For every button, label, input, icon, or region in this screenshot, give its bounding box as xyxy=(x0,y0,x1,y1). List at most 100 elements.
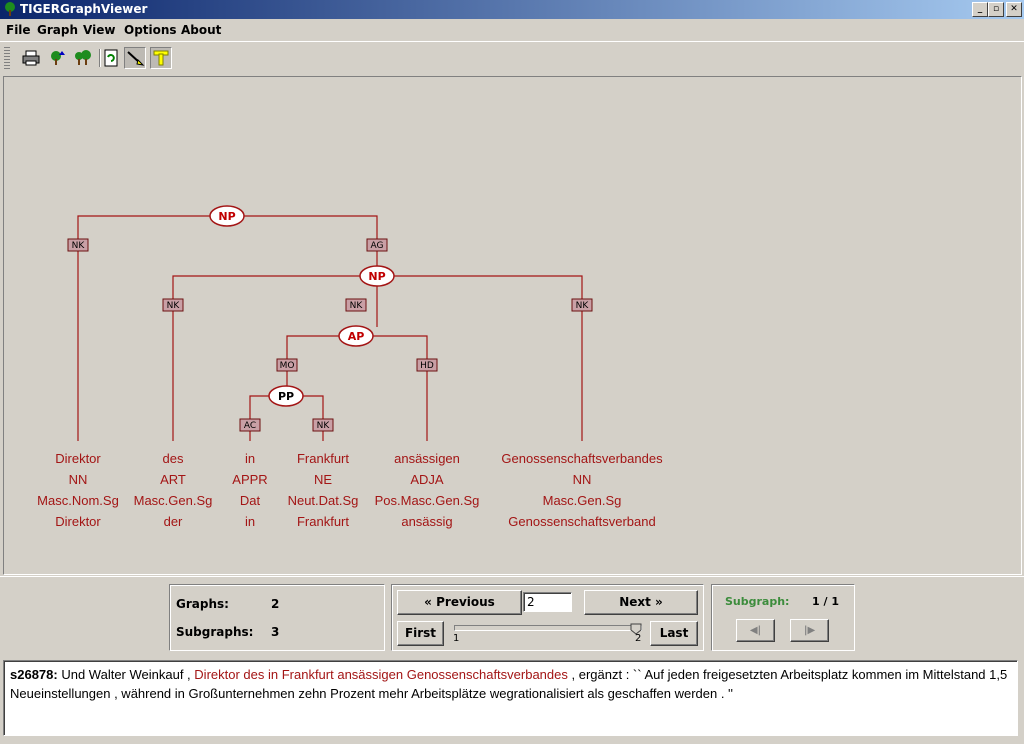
sentence-id: s26878: xyxy=(10,667,58,682)
terminal-in: in APPR Dat in xyxy=(232,451,267,529)
subgraph-prev-button[interactable]: ◀| xyxy=(736,619,775,642)
navigation-panel: « Previous 2 Next » First 1 2 Last xyxy=(391,584,704,651)
svg-text:NP: NP xyxy=(218,210,235,223)
slider-track xyxy=(454,625,642,631)
svg-text:NN: NN xyxy=(573,472,592,487)
maximize-button[interactable]: ▫ xyxy=(988,2,1004,17)
terminal-ansaessigen: ansässigen ADJA Pos.Masc.Gen.Sg ansässig xyxy=(375,451,480,529)
svg-text:Dat: Dat xyxy=(240,493,261,508)
menu-graph[interactable]: Graph xyxy=(37,23,78,37)
subgraph-next-button[interactable]: |▶ xyxy=(790,619,829,642)
svg-text:NP: NP xyxy=(368,270,385,283)
sentence-before: Und Walter Weinkauf , xyxy=(61,667,191,682)
svg-text:in: in xyxy=(245,451,255,466)
title-bar: TIGERGraphViewer _ ▫ ✕ xyxy=(0,0,1024,19)
menu-options[interactable]: Options xyxy=(124,23,177,37)
edge-label-nk: NK xyxy=(571,298,593,312)
toolbar-separator xyxy=(99,49,101,67)
svg-text:NN: NN xyxy=(69,472,88,487)
subgraphs-label: Subgraphs: xyxy=(176,625,254,639)
svg-text:MO: MO xyxy=(280,361,295,371)
subgraph-count: 1 / 1 xyxy=(812,595,839,608)
text-t-icon[interactable] xyxy=(150,47,172,69)
terminal-genossenschaftsverbandes: Genossenschaftsverbandes NN Masc.Gen.Sg … xyxy=(501,451,663,529)
edge-label-nk: NK xyxy=(67,238,89,252)
edge-label-nk: NK xyxy=(162,298,184,312)
slider-min-label: 1 xyxy=(453,633,460,644)
toolbar-grip[interactable] xyxy=(4,47,10,69)
print-icon[interactable] xyxy=(20,47,42,69)
slider-max-label: 2 xyxy=(635,633,642,644)
slider-thumb[interactable] xyxy=(630,623,642,635)
menu-about[interactable]: About xyxy=(181,23,222,37)
close-button[interactable]: ✕ xyxy=(1006,2,1022,17)
svg-text:AG: AG xyxy=(371,241,384,251)
edge-label-nk: NK xyxy=(345,298,367,312)
svg-text:der: der xyxy=(164,514,183,529)
graph-number-input[interactable]: 2 xyxy=(523,592,572,612)
edge-label-hd: HD xyxy=(416,358,438,372)
svg-text:ansässigen: ansässigen xyxy=(394,451,460,466)
edge-labels: NK AG NK NK NK MO HD AC NK xyxy=(67,238,593,432)
svg-text:ansässig: ansässig xyxy=(401,514,452,529)
tree-app-icon xyxy=(5,2,15,16)
skip-back-icon: ◀| xyxy=(749,625,762,636)
syntax-tree: NK AG NK NK NK MO HD AC NK NP NP AP PP D… xyxy=(37,205,663,529)
svg-text:NK: NK xyxy=(317,421,331,431)
svg-text:Frankfurt: Frankfurt xyxy=(297,451,349,466)
graph-canvas[interactable]: NK AG NK NK NK MO HD AC NK NP NP AP PP D… xyxy=(3,76,1022,575)
terminal-des: des ART Masc.Gen.Sg der xyxy=(134,451,213,529)
svg-text:Pos.Masc.Gen.Sg: Pos.Masc.Gen.Sg xyxy=(375,493,480,508)
sentence-after: , ergänzt : `` Auf jeden freigesetzten A… xyxy=(10,667,1008,701)
menu-view[interactable]: View xyxy=(83,23,116,37)
refresh-icon[interactable] xyxy=(100,47,122,69)
forest-icon[interactable] xyxy=(72,47,94,69)
svg-text:Direktor: Direktor xyxy=(55,514,101,529)
svg-text:Masc.Gen.Sg: Masc.Gen.Sg xyxy=(543,493,622,508)
terminal-frankfurt: Frankfurt NE Neut.Dat.Sg Frankfurt xyxy=(288,451,359,529)
tree-up-icon[interactable] xyxy=(46,47,68,69)
chevron-right-icon: » xyxy=(655,595,663,609)
subgraph-label: Subgraph: xyxy=(725,595,790,608)
first-button[interactable]: First xyxy=(397,621,444,646)
svg-text:NK: NK xyxy=(72,241,86,251)
nonterminal-nodes: NP NP AP PP xyxy=(209,205,395,407)
toolbar xyxy=(0,43,1024,73)
svg-text:NK: NK xyxy=(167,301,181,311)
svg-text:in: in xyxy=(245,514,255,529)
node-ap: AP xyxy=(338,325,374,347)
node-np-inner: NP xyxy=(359,265,395,287)
svg-text:AP: AP xyxy=(348,330,365,343)
previous-button[interactable]: « Previous xyxy=(397,590,522,615)
svg-text:NE: NE xyxy=(314,472,332,487)
svg-text:HD: HD xyxy=(420,361,434,371)
skip-forward-icon: |▶ xyxy=(803,625,816,636)
sentence-panel: s26878: Und Walter Weinkauf , Direktor d… xyxy=(3,660,1018,736)
menu-bar: File Graph View Options About xyxy=(0,19,1024,42)
svg-text:Genossenschaftsverbandes: Genossenschaftsverbandes xyxy=(501,451,663,466)
edge-label-nk: NK xyxy=(312,418,334,432)
graph-slider[interactable]: 1 2 xyxy=(453,623,642,644)
svg-text:NK: NK xyxy=(576,301,590,311)
svg-text:ART: ART xyxy=(160,472,186,487)
svg-text:NK: NK xyxy=(350,301,364,311)
subgraphs-count: 3 xyxy=(271,625,280,639)
svg-text:Frankfurt: Frankfurt xyxy=(297,514,349,529)
next-button[interactable]: Next » xyxy=(584,590,698,615)
pointer-icon[interactable] xyxy=(124,47,146,69)
last-button[interactable]: Last xyxy=(650,621,698,646)
svg-text:Direktor: Direktor xyxy=(55,451,101,466)
node-pp: PP xyxy=(268,385,304,407)
svg-text:des: des xyxy=(163,451,184,466)
previous-label: Previous xyxy=(436,595,495,609)
menu-file[interactable]: File xyxy=(6,23,31,37)
svg-text:APPR: APPR xyxy=(232,472,267,487)
graphs-count: 2 xyxy=(271,597,280,611)
svg-text:Masc.Gen.Sg: Masc.Gen.Sg xyxy=(134,493,213,508)
terminal-direktor: Direktor NN Masc.Nom.Sg Direktor xyxy=(37,451,119,529)
edge-label-mo: MO xyxy=(276,358,298,372)
svg-text:AC: AC xyxy=(244,421,256,431)
chevron-left-icon: « xyxy=(424,595,432,609)
window-title: TIGERGraphViewer xyxy=(20,2,148,16)
minimize-button[interactable]: _ xyxy=(972,2,988,17)
